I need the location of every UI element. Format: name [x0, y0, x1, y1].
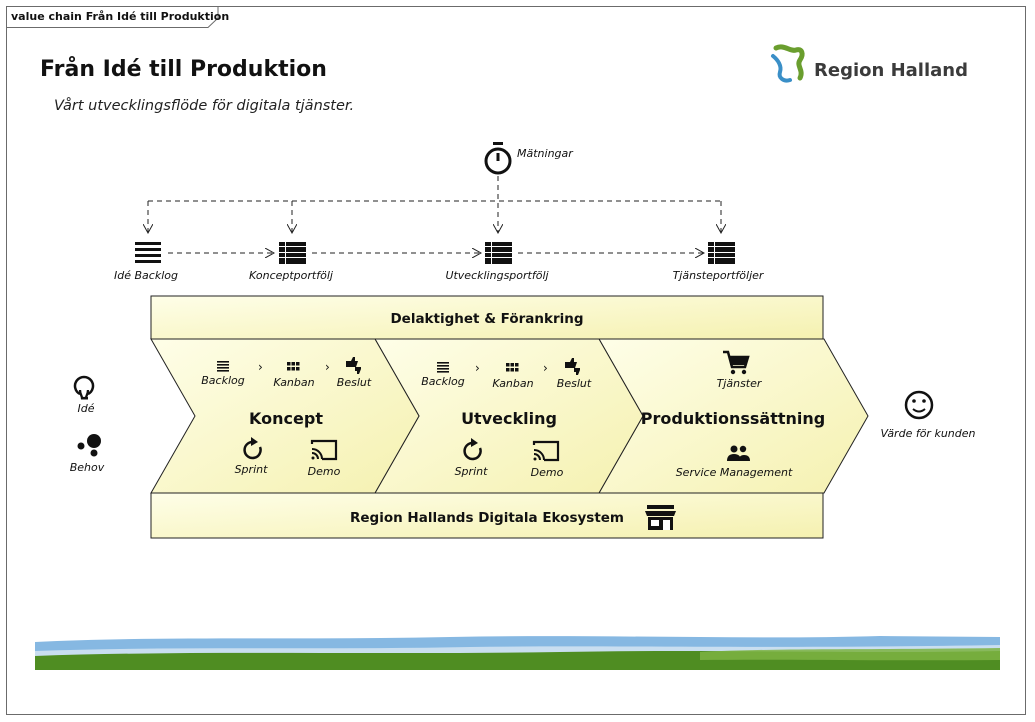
chevron-right-icon: › — [258, 360, 263, 374]
frame-tab-label: value chain Från Idé till Produktion — [11, 10, 230, 23]
stage-title: Produktionssättning — [641, 409, 825, 428]
stage-utveckling: › › Backlog Kanban Beslut Utveckling Spr… — [421, 358, 592, 479]
stage-produktion: Tjänster Produktionssättning Service Man… — [641, 350, 825, 479]
chevron-right-icon: › — [543, 361, 548, 375]
input-label-behov: Behov — [70, 461, 105, 474]
store-icon — [645, 505, 676, 530]
service-management-label: Service Management — [676, 466, 793, 479]
table-list-icon — [485, 242, 512, 264]
service-label: Tjänster — [717, 377, 763, 390]
stage-title: Koncept — [249, 409, 323, 428]
stage-title: Utveckling — [461, 409, 557, 428]
refresh-icon — [243, 437, 262, 460]
step-label: Beslut — [557, 377, 592, 390]
table-list-icon-fix — [279, 242, 306, 264]
backlog-icon — [217, 361, 229, 372]
stopwatch-icon — [484, 142, 512, 175]
landscape-banner — [35, 636, 1000, 670]
portfolio-label-tjanste: Tjänsteportföljer — [673, 269, 765, 282]
output-label: Värde för kunden — [881, 427, 976, 440]
step-label: Beslut — [337, 376, 372, 389]
thumbs-icon — [346, 357, 361, 374]
people-icon — [727, 445, 750, 461]
bubbles-icon — [77, 434, 101, 457]
region-halland-logo-icon — [771, 44, 805, 83]
cast-icon — [532, 440, 560, 462]
measurement-connectors — [148, 176, 721, 253]
step-label: Kanban — [492, 377, 533, 390]
step-label: Kanban — [273, 376, 314, 389]
page-title: Från Idé till Produktion — [40, 57, 327, 82]
kanban-icon — [506, 363, 519, 372]
portfolio-label-utveckling: Utvecklingsportfölj — [445, 269, 549, 282]
input-label-ide: Idé — [78, 402, 95, 415]
activity-label: Sprint — [455, 465, 489, 478]
backlog-icon — [437, 362, 449, 373]
stage-koncept: › › Backlog Kanban Beslut Koncept Sprint… — [201, 357, 372, 478]
chevron-right-icon: › — [325, 360, 330, 374]
table-list-icon — [708, 242, 735, 264]
thumbs-icon — [565, 358, 580, 375]
measurements-label: Mätningar — [517, 147, 574, 160]
logo-text: Region Halland — [814, 60, 968, 81]
cart-icon — [723, 350, 750, 375]
activity-label: Demo — [531, 466, 564, 479]
band-top-label: Delaktighet & Förankring — [390, 311, 583, 327]
page-subtitle: Vårt utvecklingsflöde för digitala tjäns… — [54, 98, 355, 114]
step-label: Backlog — [421, 375, 464, 388]
portfolio-label-ide-backlog: Idé Backlog — [114, 269, 178, 282]
kanban-icon — [287, 362, 300, 371]
portfolio-label-koncept: Konceptportfölj — [249, 269, 334, 282]
refresh-icon — [463, 438, 482, 461]
activity-label: Sprint — [235, 463, 269, 476]
frame-tab — [6, 6, 219, 28]
cast-icon — [310, 439, 338, 461]
lightbulb-icon — [73, 375, 95, 400]
diagram-frame — [6, 6, 1026, 715]
smiley-icon — [904, 390, 934, 420]
list-icon — [135, 242, 161, 263]
band-bottom — [150, 492, 824, 539]
step-label: Backlog — [201, 374, 244, 387]
chevron-right-icon: › — [475, 361, 480, 375]
activity-label: Demo — [308, 465, 341, 478]
band-bottom-label: Region Hallands Digitala Ekosystem — [350, 510, 624, 526]
